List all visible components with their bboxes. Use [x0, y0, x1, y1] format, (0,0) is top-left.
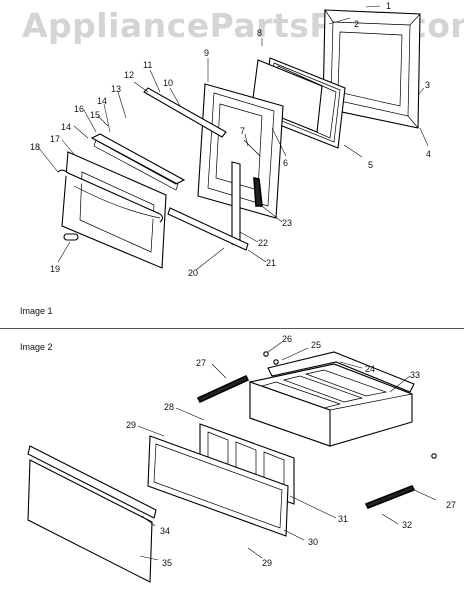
callouts-image2: 26 25 24 27 33 28 29 27 34 30 31 32 35 2…: [126, 334, 456, 568]
callout-9: 9: [204, 48, 209, 58]
part-bottom-trim: [167, 207, 249, 251]
part-clip: [243, 139, 261, 157]
section-label-image1: Image 1: [20, 306, 53, 316]
callout-31: 31: [338, 514, 348, 524]
part-drawer-outer-panel: [27, 445, 157, 583]
callout-16: 16: [74, 104, 84, 114]
part-door-front: [61, 151, 167, 269]
callout-4: 4: [426, 149, 431, 159]
callout-24: 24: [365, 364, 375, 374]
callout-34: 34: [160, 526, 170, 536]
part-screws: [263, 351, 437, 459]
part-glass-panel: [251, 59, 323, 133]
callout-15: 15: [90, 110, 100, 120]
callout-8: 8: [257, 28, 262, 38]
callout-14a: 14: [97, 96, 107, 106]
callout-5: 5: [368, 160, 373, 170]
part-drawer-body: [248, 363, 414, 447]
callout-2: 2: [354, 19, 359, 29]
callout-23: 23: [282, 218, 292, 228]
callout-14b: 14: [61, 122, 71, 132]
part-top-trim: [90, 133, 186, 191]
part-door-stop: [63, 233, 79, 241]
callout-35: 35: [162, 558, 172, 568]
callout-33: 33: [410, 370, 420, 380]
section-label-image2: Image 2: [20, 342, 53, 352]
part-side-channel: [231, 161, 241, 247]
callout-22: 22: [258, 238, 268, 248]
callout-18: 18: [30, 142, 40, 152]
callout-11: 11: [143, 60, 152, 70]
callout-1: 1: [386, 1, 391, 11]
part-inner-door-liner: [197, 83, 284, 219]
part-drawer-glide-lower: [364, 484, 416, 510]
part-long-bar: [143, 87, 227, 138]
callout-29b: 29: [262, 558, 272, 568]
callout-26: 26: [282, 334, 292, 344]
part-drawer-rail-top: [267, 351, 415, 393]
callout-13: 13: [111, 84, 121, 94]
part-drawer-front: [147, 435, 289, 537]
callout-32: 32: [402, 520, 412, 530]
callout-3: 3: [425, 80, 430, 90]
part-door-handle: [57, 169, 164, 223]
callout-27a: 27: [196, 358, 206, 368]
callout-28: 28: [164, 402, 174, 412]
callout-19: 19: [50, 264, 60, 274]
section-divider: [0, 328, 464, 329]
callout-10: 10: [163, 78, 173, 88]
leader-lines-image1: [37, 5, 429, 271]
callout-6: 6: [283, 158, 288, 168]
callout-29a: 29: [126, 420, 136, 430]
callout-20: 20: [188, 268, 198, 278]
callout-17: 17: [50, 134, 60, 144]
callout-12: 12: [124, 70, 134, 80]
callout-27b: 27: [446, 500, 456, 510]
part-drawer-glide-upper: [196, 374, 250, 404]
callouts-image1: 1 2 3 4 5 6 7 8 9 10 11 12 13 14 15 16 1…: [30, 1, 431, 278]
callout-30: 30: [308, 537, 318, 547]
callout-7: 7: [240, 126, 245, 136]
callout-21: 21: [266, 258, 276, 268]
leader-lines-image2: [137, 341, 437, 561]
callout-25: 25: [311, 340, 321, 350]
